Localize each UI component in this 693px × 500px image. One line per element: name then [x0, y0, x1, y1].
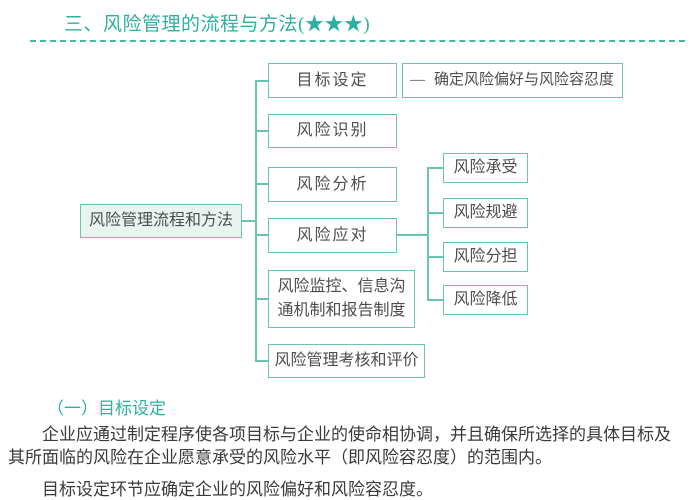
node-risk-avoidance: 风险规避	[443, 198, 528, 228]
node-label: 目标设定	[296, 71, 369, 89]
node-label: 风险识别	[296, 122, 369, 139]
connector-line	[255, 360, 268, 362]
node-risk-management-process: 风险管理流程和方法	[80, 204, 242, 238]
connector-trunk	[427, 167, 429, 301]
node-label: 风险分担	[453, 248, 518, 265]
connector-line	[255, 298, 268, 300]
connector-line	[427, 212, 443, 214]
connector-line	[397, 234, 427, 236]
node-risk-analysis: 风险分析	[268, 167, 397, 202]
node-risk-monitoring-reporting: 风险监控、信息沟通机制和报告制度	[268, 270, 415, 328]
node-goal-setting: 目标设定	[268, 63, 397, 98]
node-label: 风险降低	[453, 291, 518, 308]
node-label: 风险分析	[296, 175, 369, 193]
node-risk-identification: 风险识别	[268, 114, 397, 148]
connector-line	[255, 234, 268, 236]
connector-trunk	[255, 80, 257, 362]
connector-line	[427, 167, 443, 169]
body-paragraph: 目标设定环节应确定企业的风险偏好和风险容忍度。	[42, 480, 433, 499]
node-label: 风险管理考核和评价	[274, 352, 419, 369]
connector-line	[255, 183, 268, 185]
node-label: 风险规避	[453, 204, 518, 221]
connector-line	[255, 130, 268, 132]
node-risk-appetite-tolerance-note: — 确定风险偏好与风险容忍度	[402, 63, 623, 98]
node-label: 风险承受	[453, 159, 518, 176]
section-heading-goal-setting: （一）目标设定	[47, 399, 166, 418]
connector-line	[427, 299, 443, 301]
dashed-separator	[30, 40, 685, 42]
node-label: 风险应对	[296, 226, 369, 244]
node-label: 确定风险偏好与风险容忍度	[434, 72, 615, 89]
node-risk-sharing: 风险分担	[443, 242, 528, 272]
body-paragraph: 企业应通过制定程序使各项目标与企业的使命相协调，并且确保所选择的具体目标及其所面…	[8, 425, 671, 467]
node-label: 风险管理流程和方法	[88, 212, 233, 229]
page-title: 三、风险管理的流程与方法(★★★)	[64, 14, 371, 35]
note-dash: —	[410, 72, 425, 89]
node-label: 风险监控、信息沟通机制和报告制度	[277, 278, 406, 319]
connector-line	[255, 80, 268, 82]
connector-line	[242, 220, 255, 222]
node-risk-assessment-evaluation: 风险管理考核和评价	[268, 344, 425, 378]
node-risk-reduction: 风险降低	[443, 285, 528, 315]
node-risk-acceptance: 风险承受	[443, 153, 528, 183]
connector-line	[427, 256, 443, 258]
node-risk-response: 风险应对	[268, 218, 397, 253]
